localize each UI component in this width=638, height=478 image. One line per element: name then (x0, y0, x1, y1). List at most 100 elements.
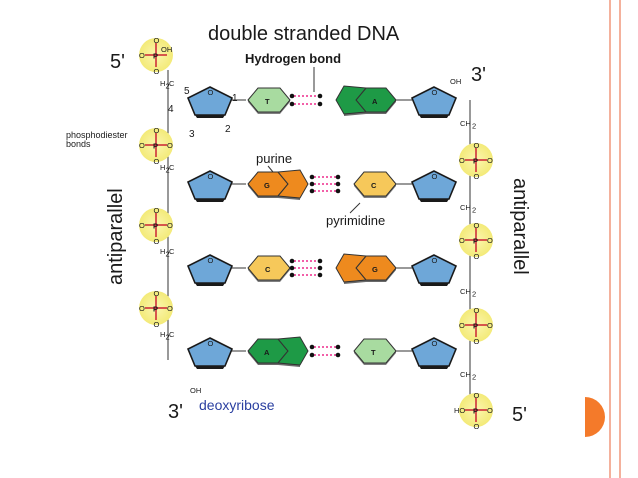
ring-edge (195, 115, 225, 118)
phosphorus-atom: P (473, 157, 478, 166)
base-edge (344, 268, 396, 284)
oxygen-atom: O (139, 221, 145, 230)
bond-atom (317, 258, 323, 264)
ring-oxygen: O (208, 88, 214, 97)
three-prime-bottom-label: 3' (168, 401, 183, 423)
oxygen-atom: O (154, 126, 160, 135)
base-letter: C (371, 181, 377, 190)
base-letter: G (264, 181, 270, 190)
h2c-label: 2 (166, 166, 170, 175)
bond-atom (309, 181, 315, 187)
oxygen-atom: O (154, 36, 160, 45)
sugar-right-2: O (410, 170, 458, 202)
next-slide-button[interactable] (585, 397, 607, 437)
hydrogen-bonds-4 (309, 344, 341, 358)
ring-edge (195, 283, 225, 286)
base-left-G: G (247, 169, 309, 200)
bond-atom (289, 258, 295, 264)
five-prime-bottom-label: 5' (512, 404, 527, 426)
ch2-label: CH (460, 119, 471, 128)
oxygen-atom: O (487, 406, 493, 415)
h2c-label: H (160, 330, 165, 339)
base-letter: A (264, 348, 270, 357)
base-left-T: T (247, 87, 291, 114)
bond-atom (289, 272, 295, 278)
diagram-title: double stranded DNA (208, 23, 400, 45)
oxygen-atom: O (474, 141, 480, 150)
ring-oxygen: O (432, 256, 438, 265)
hydrogen-bond-label: Hydrogen bond (245, 51, 341, 66)
base-edge (344, 100, 396, 116)
ch2-label: 2 (472, 290, 476, 299)
ring-oxygen: O (208, 172, 214, 181)
phosphodiester-label-line1: phosphodiester (66, 130, 128, 140)
base-edge (248, 184, 300, 200)
base-right-A: A (335, 85, 397, 116)
oxygen-atom: O (487, 156, 493, 165)
oxygen-atom: O (154, 320, 160, 329)
h2c-label: 2 (166, 250, 170, 259)
phosphorus-atom: P (473, 407, 478, 416)
base-left-C: C (247, 255, 291, 282)
ring-edge (195, 199, 225, 202)
sugar-right-3: O (410, 254, 458, 286)
phosphorus-atom: P (473, 322, 478, 331)
bond-atom (309, 352, 315, 358)
ch2-label: CH (460, 370, 471, 379)
carbon-number-2: 2 (225, 124, 231, 135)
h2c-label: 2 (166, 82, 170, 91)
h2c-label: H (160, 79, 165, 88)
oxygen-atom: O (474, 391, 480, 400)
ch2-label: CH (460, 203, 471, 212)
base-left-A: A (247, 336, 309, 367)
slide-border-left (609, 0, 611, 478)
ring-edge (419, 366, 449, 369)
base-letter: T (371, 348, 376, 357)
carbon-number-1: 1 (232, 93, 238, 104)
bond-atom (317, 93, 323, 99)
phosphorus-atom: P (153, 52, 158, 61)
deoxyribose-label: deoxyribose (199, 397, 275, 413)
hydrogen-bonds-1 (289, 93, 323, 107)
oxygen-atom: O (154, 289, 160, 298)
antiparallel-left-label: antiparallel (105, 188, 127, 285)
bond-atom (335, 344, 341, 350)
antiparallel-right-label: antiparallel (509, 178, 531, 275)
ch2-label: 2 (472, 122, 476, 131)
hydroxyl-group: OH (161, 45, 172, 54)
phosphorus-atom: P (153, 142, 158, 151)
base-letter: G (372, 265, 378, 274)
base-right-T: T (353, 338, 397, 365)
ring-oxygen: O (432, 339, 438, 348)
bond-atom (309, 344, 315, 350)
h2c-label: C (169, 247, 175, 256)
base-right-C: C (353, 171, 397, 198)
phosphorus-atom: P (473, 237, 478, 246)
ring-oxygen: O (208, 339, 214, 348)
phosphorus-atom: P (153, 305, 158, 314)
ring-edge (195, 366, 225, 369)
half-circle-nav-icon (585, 397, 605, 437)
ch2-label: 2 (472, 373, 476, 382)
ring-oxygen: O (432, 88, 438, 97)
bond-atom (317, 272, 323, 278)
ring-edge (419, 115, 449, 118)
hydroxyl-group: HO (454, 406, 465, 415)
bond-atom (289, 101, 295, 107)
oxygen-atom: O (154, 67, 160, 76)
carbon-number-3: 3 (189, 129, 195, 140)
oxygen-atom: O (139, 304, 145, 313)
h2c-label: H (160, 247, 165, 256)
base-letter: C (265, 265, 271, 274)
bond-atom (335, 181, 341, 187)
